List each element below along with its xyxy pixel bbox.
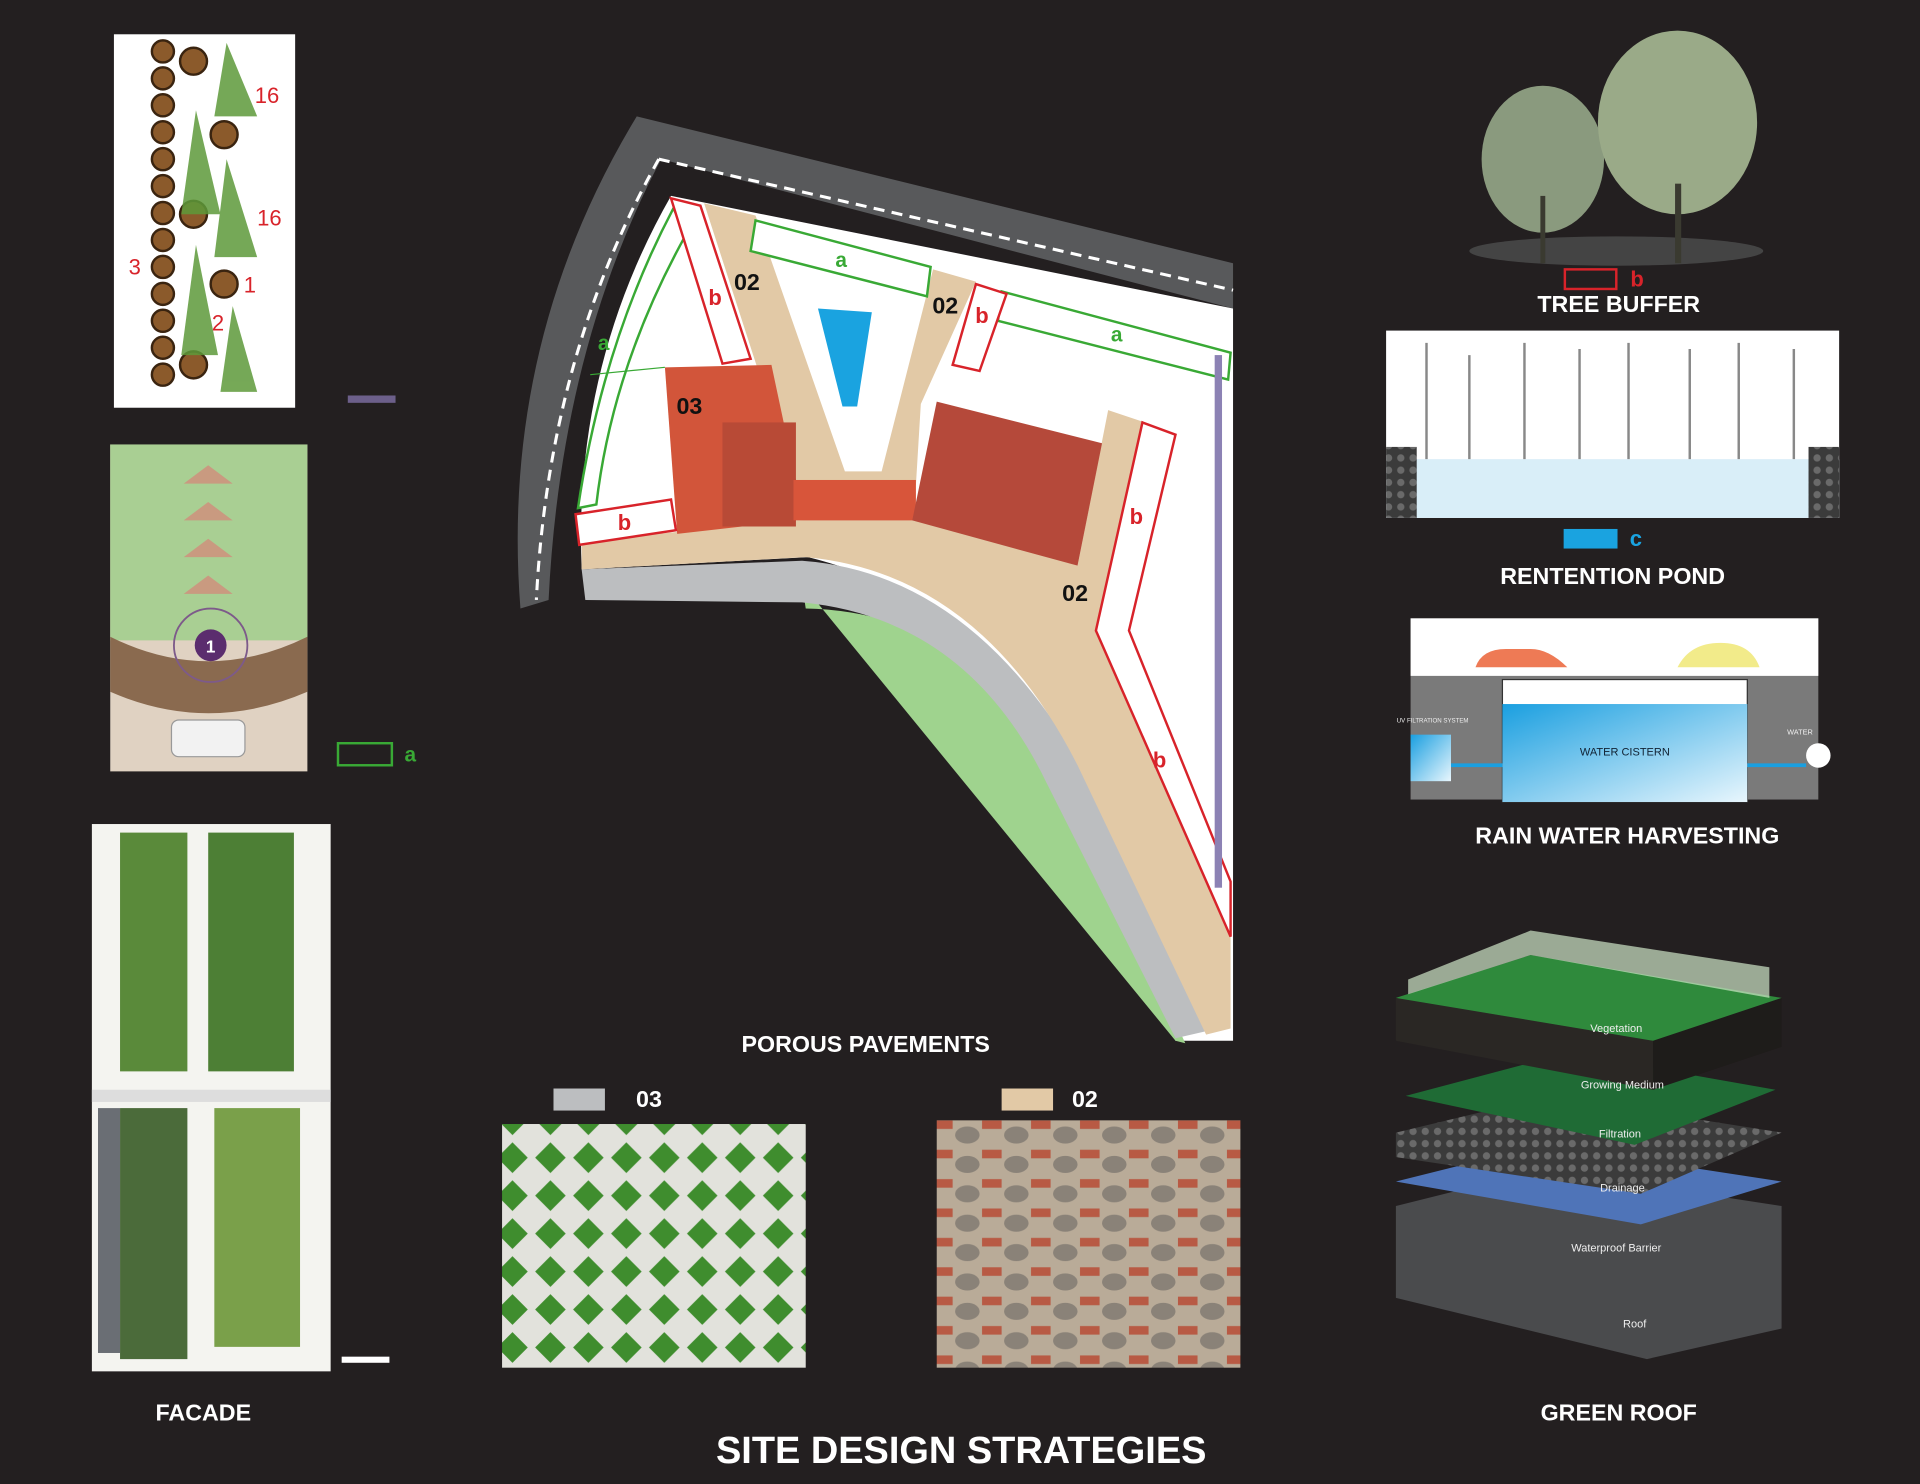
tree-buffer-swatch: [1563, 268, 1618, 291]
filtration-system-label: UV FILTRATION SYSTEM: [1397, 717, 1469, 724]
purple-line: [1214, 355, 1223, 888]
plant-label-2: 2: [212, 311, 224, 336]
pond-swatch: [1563, 528, 1618, 549]
plant-label-3: 3: [129, 254, 141, 279]
pavement-02-band: [581, 410, 1231, 1035]
layer-waterproof-barrier: Waterproof Barrier: [1571, 1242, 1661, 1254]
water-out-label: WATER: [1787, 728, 1813, 737]
tree-buffer-b: [1094, 420, 1232, 938]
plant-label-16b: 16: [257, 205, 282, 230]
layer-filtration: Filtration: [1599, 1128, 1641, 1140]
stone-brick-paving-image: [936, 1120, 1241, 1368]
planting-detail-image: 16 16 3 1 2: [113, 34, 296, 408]
tree-buffer-b: [951, 282, 1009, 373]
facade-image: [91, 824, 331, 1372]
label-02: 02: [932, 292, 958, 318]
layer-vegetation: Vegetation: [1590, 1023, 1642, 1035]
retention-pond-caption: RENTENTION POND: [1500, 563, 1725, 589]
layer-drainage: Drainage: [1600, 1182, 1645, 1194]
pavement-03-key: 03: [636, 1086, 662, 1112]
trees-image: [1469, 30, 1764, 266]
road-centerline: [534, 157, 1234, 601]
retention-pond-plan: [817, 308, 872, 407]
label-a: a: [598, 332, 610, 355]
rain-water-caption: RAIN WATER HARVESTING: [1475, 823, 1779, 849]
site-plan: 02 02 02 03 a a a b b b b b: [517, 116, 1234, 1044]
page-title: SITE DESIGN STRATEGIES: [716, 1430, 1206, 1472]
porous-pavements-caption: POROUS PAVEMENTS: [741, 1031, 989, 1057]
plant-label-1: 1: [244, 273, 256, 298]
cistern-label: WATER CISTERN: [1580, 746, 1670, 758]
purple-legend-bar: [347, 395, 396, 403]
pavement-02-swatch: [1001, 1088, 1054, 1111]
pavement-03-swatch: [553, 1088, 605, 1111]
plant-label-16: 16: [255, 83, 280, 108]
label-b: b: [1130, 504, 1143, 529]
road: [517, 116, 1234, 609]
bioswale-section-image: 1: [110, 444, 308, 772]
green-strip-legend-swatch: [336, 742, 394, 767]
white-legend-bar: [341, 1356, 390, 1363]
green-roof-image: Vegetation Growing Medium Filtration Dra…: [1395, 930, 1782, 1360]
label-b: b: [975, 303, 988, 328]
green-strip-legend-key: a: [404, 744, 416, 767]
tree-buffer-b: [669, 196, 753, 366]
label-a: a: [835, 249, 847, 272]
rain-water-harvesting-image: WATER CISTERN UV FILTRATION SYSTEM WATER: [1397, 618, 1831, 803]
label-b: b: [618, 510, 631, 535]
tree-buffer-caption: TREE BUFFER: [1537, 291, 1700, 317]
layer-roof: Roof: [1623, 1318, 1647, 1330]
facade-caption: FACADE: [156, 1399, 252, 1425]
label-03: 03: [676, 393, 702, 419]
pavement-02-key: 02: [1072, 1086, 1098, 1112]
label-02: 02: [1062, 580, 1088, 606]
green-strip-a: [749, 218, 932, 298]
layer-growing-medium: Growing Medium: [1581, 1080, 1664, 1092]
label-02: 02: [734, 269, 760, 295]
grass-paver-image: [502, 1124, 806, 1368]
bioswale-marker: 1: [206, 637, 216, 657]
label-b: b: [1153, 748, 1166, 773]
tree-buffer-b: [574, 498, 678, 547]
label-a: a: [1111, 324, 1123, 347]
retention-pond-image: [1386, 330, 1840, 518]
building: [912, 401, 1103, 566]
green-verge: [802, 584, 1186, 1044]
green-roof-caption: GREEN ROOF: [1541, 1399, 1697, 1425]
pavement-02-v: [704, 203, 976, 488]
green-strip-a: [576, 205, 688, 510]
label-b: b: [708, 285, 721, 310]
tree-buffer-key: b: [1630, 267, 1643, 292]
pond-key: c: [1630, 526, 1642, 551]
